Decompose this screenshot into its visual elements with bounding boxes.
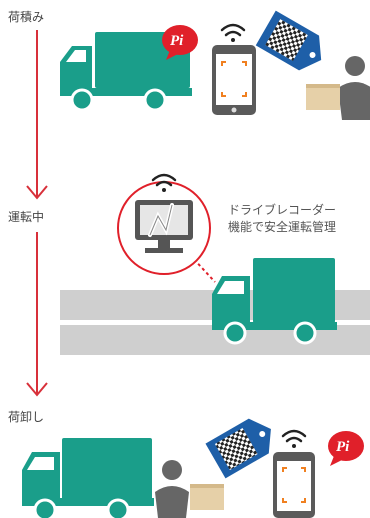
monitor-icon [117,181,211,275]
stage-label-unloading: 荷卸し [8,409,44,424]
stage-label-loading: 荷積み [8,9,44,24]
unloading-qr-tag-icon [205,418,271,479]
recorder-wifi-icon [151,173,177,192]
unloading-pi-badge-icon: Pi [328,431,364,466]
pi-badge-text: Pi [170,33,184,49]
unloading-pi-badge-text: Pi [336,439,350,455]
stage-label-driving: 運転中 [8,209,44,224]
pi-badge-icon: Pi [162,25,198,60]
person-box-icon [306,56,370,120]
unloading-person-box-icon [155,460,224,518]
wifi-icon [220,23,246,42]
driving-truck-icon [212,258,337,345]
smartphone-icon [212,45,256,115]
truck-icon [60,32,192,112]
recorder-caption-line1: ドライブレコーダー [228,202,336,217]
unloading-truck-icon [22,438,154,518]
qr-tag-icon [255,10,322,71]
unloading-wifi-icon [281,429,307,448]
recorder-caption-line2: 機能で安全運転管理 [228,219,336,234]
flow-arrow [26,30,48,397]
unloading-smartphone-icon [273,452,315,518]
